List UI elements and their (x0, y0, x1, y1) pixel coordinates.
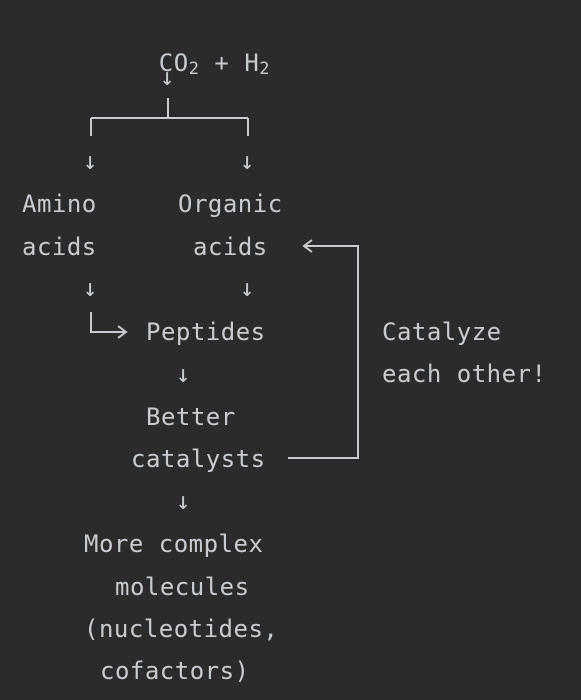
arrow-down-icon: ↓ (83, 147, 98, 175)
feedback-loop-head (302, 239, 313, 253)
arrow-down-icon: ↓ (176, 487, 191, 515)
organic-acids-line2: acids (193, 233, 268, 261)
reactants-label: CO2 + H2 (99, 21, 270, 111)
plus-sign: + (199, 49, 245, 77)
h2-text: H (244, 49, 260, 77)
co2-subscript: 2 (188, 59, 200, 79)
arrow-down-icon: ↓ (160, 63, 175, 91)
amino-to-peptides-elbow (90, 312, 124, 333)
more-complex-line3: (nucleotides, (84, 615, 279, 643)
amino-to-peptides-head (117, 325, 128, 339)
h2-subscript: 2 (259, 59, 271, 79)
co2-text: CO (158, 49, 189, 77)
catalyze-note-line2: each other! (382, 360, 547, 388)
feedback-loop-line (288, 245, 359, 459)
arrow-down-icon: ↓ (240, 274, 255, 302)
more-complex-line2: molecules (115, 573, 250, 601)
peptides-label: Peptides (146, 318, 266, 346)
amino-acids-line2: acids (22, 233, 97, 261)
more-complex-line1: More complex (84, 530, 264, 558)
arrow-down-icon: ↓ (240, 147, 255, 175)
amino-acids-line1: Amino (22, 190, 97, 218)
arrow-down-icon: ↓ (176, 360, 191, 388)
arrow-down-icon: ↓ (83, 274, 98, 302)
better-catalysts-line2: catalysts (131, 445, 266, 473)
more-complex-line4: cofactors) (100, 657, 250, 685)
better-catalysts-line1: Better (146, 403, 236, 431)
catalyze-note-line1: Catalyze (382, 318, 502, 346)
organic-acids-line1: Organic (178, 190, 283, 218)
